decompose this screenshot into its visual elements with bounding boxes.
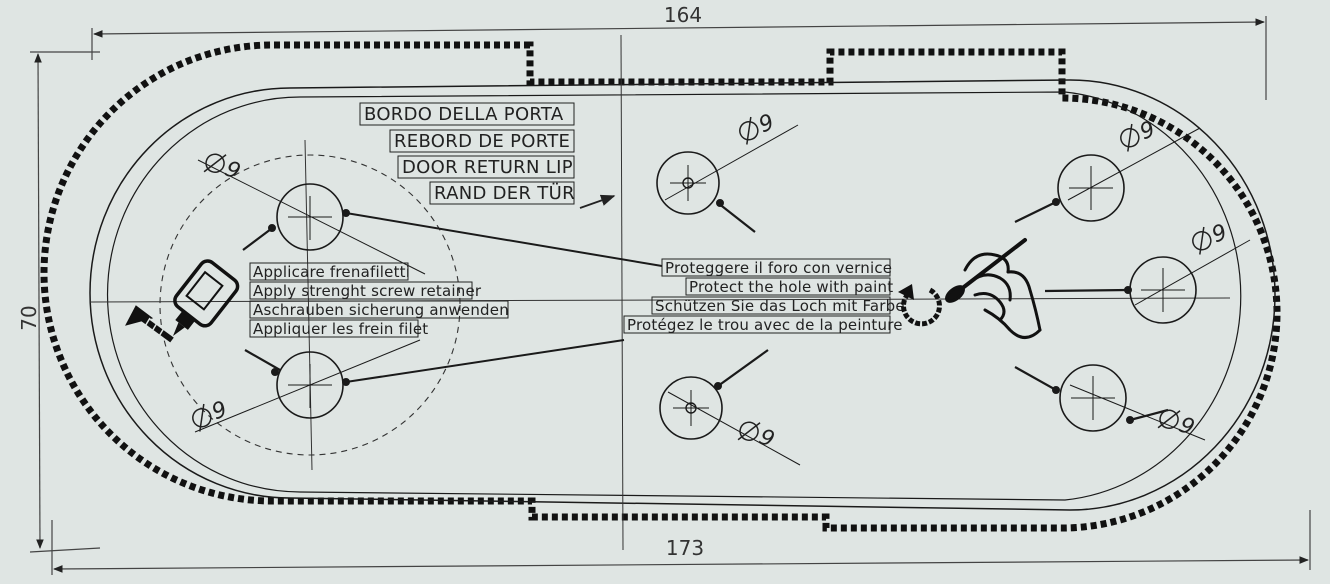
- bolt-circle-crosshair: [304, 139, 313, 471]
- hole-middle-lower: [659, 349, 801, 466]
- bottom-dimension: [51, 510, 1311, 575]
- top-dimension-label: 164: [664, 3, 702, 27]
- screw-retainer-label-de: Aschrauben sicherung anwenden: [253, 301, 509, 319]
- diameter-label-right-middle: 9: [1192, 220, 1231, 255]
- bottom-dimension-label: 173: [666, 536, 704, 560]
- diameter-label-middle-upper: 9: [739, 110, 778, 145]
- paint-label-fr: Protégez le trou avec de la peinture: [627, 316, 903, 334]
- glue-bottle-icon: [172, 259, 240, 336]
- door-lip-label-de: RAND DER TÜR: [434, 182, 575, 204]
- screw-retainer-label-group: Applicare frenafiletti Apply strenght sc…: [249, 262, 509, 338]
- paint-label-en: Protect the hole with paint: [689, 278, 893, 296]
- height-dimension: [29, 51, 101, 553]
- top-dimension: [91, 16, 1267, 100]
- door-lip-label-it: BORDO DELLA PORTA: [364, 104, 564, 125]
- paint-label-group: Proteggere il foro con vernice Protect t…: [623, 258, 905, 334]
- hole-left-lower: [194, 339, 421, 433]
- svg-text:9: 9: [1208, 220, 1230, 248]
- height-dimension-label: 70: [17, 305, 41, 330]
- svg-text:9: 9: [1136, 117, 1158, 145]
- rotation-arrow-icon: [898, 284, 942, 327]
- screw-retainer-label-it: Applicare frenafiletti: [253, 263, 410, 281]
- screw-icon: [125, 305, 174, 343]
- door-lip-label-en: DOOR RETURN LIP: [402, 157, 573, 178]
- door-lip-arrow: [579, 194, 616, 209]
- svg-text:9: 9: [755, 110, 777, 138]
- paint-label-it: Proteggere il foro con vernice: [665, 259, 892, 277]
- diameter-label-middle-lower: 9: [737, 421, 778, 453]
- hole-right-lower: [1014, 364, 1206, 441]
- hole-middle-upper: [656, 124, 799, 233]
- hole-right-middle: [1044, 239, 1251, 324]
- paint-label-de: Schützen Sie das Loch mit Farbe: [655, 297, 905, 315]
- paint-leader-lines: [268, 198, 1134, 424]
- screw-retainer-label-en: Apply strenght screw retainer: [253, 282, 482, 300]
- hand-brush-icon: [945, 238, 1042, 339]
- diameter-label-right-upper: 9: [1120, 117, 1159, 152]
- svg-text:9: 9: [208, 397, 230, 425]
- panel-outline: [106, 91, 1242, 501]
- bolt-circle: [159, 154, 461, 456]
- door-lip-label-fr: REBORD DE PORTE: [394, 131, 570, 152]
- svg-text:9: 9: [755, 425, 777, 453]
- hole-right-upper: [1014, 127, 1201, 223]
- door-lip-label-group: BORDO DELLA PORTA REBORD DE PORTE DOOR R…: [359, 102, 575, 205]
- svg-text:9: 9: [1175, 413, 1197, 441]
- door-lip-outline: [89, 79, 1276, 511]
- screw-retainer-label-fr: Appliquer les frein filet: [253, 320, 428, 338]
- seal-outline: [40, 41, 1281, 532]
